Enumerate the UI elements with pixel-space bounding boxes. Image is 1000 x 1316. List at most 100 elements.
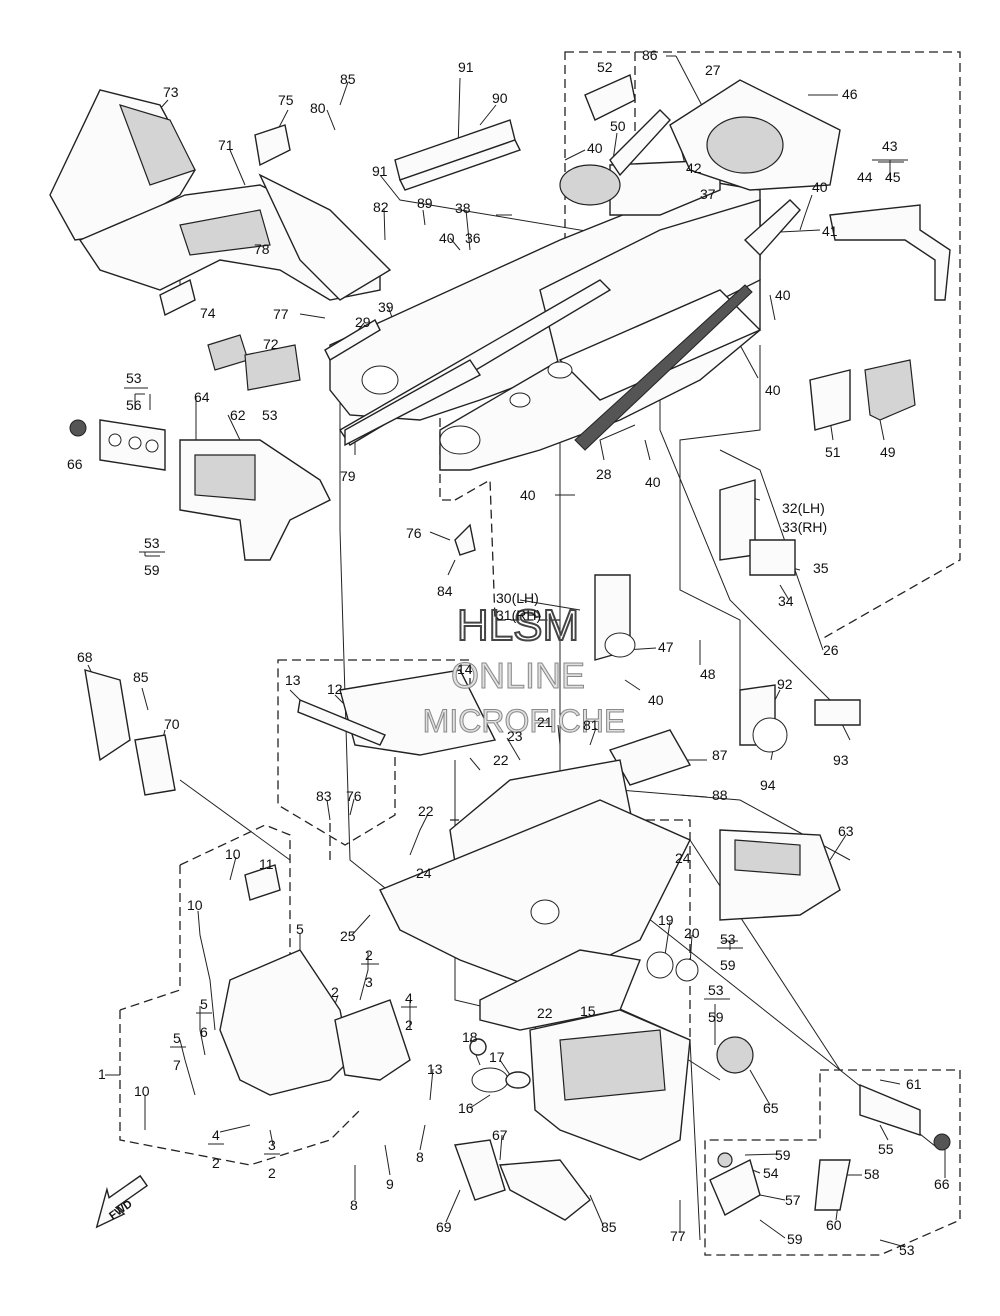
- callout-label: 33(RH): [782, 519, 827, 535]
- callout-label: 10: [225, 846, 241, 862]
- callout-label: 14: [457, 661, 473, 677]
- group-underlines: [124, 161, 904, 1155]
- callout-label: 5: [200, 996, 208, 1012]
- callout-label: 77: [670, 1228, 686, 1244]
- callout-label: 58: [864, 1166, 880, 1182]
- callout-label: 40: [775, 287, 791, 303]
- callout-label: 79: [340, 468, 356, 484]
- callout-label: 13: [285, 672, 301, 688]
- callout-label: 16: [458, 1100, 474, 1116]
- callout-label: 40: [645, 474, 661, 490]
- callout-label: 4: [405, 990, 413, 1006]
- callout-label: 34: [778, 593, 794, 609]
- callout-label: 9: [386, 1176, 394, 1192]
- callout-label: 77: [273, 306, 289, 322]
- callout-label: 45: [885, 169, 901, 185]
- callout-label: 82: [373, 199, 389, 215]
- callout-label: 72: [263, 336, 279, 352]
- upper-left-panels: [49, 89, 916, 753]
- callout-label: 55: [878, 1141, 894, 1157]
- callout-label: 30(LH): [496, 590, 539, 606]
- callout-label: 59: [775, 1147, 791, 1163]
- callout-label: 70: [164, 716, 180, 732]
- callout-label: 76: [406, 525, 422, 541]
- callout-label: 69: [436, 1219, 452, 1235]
- callout-label: 2: [405, 1017, 413, 1033]
- callout-label: 68: [77, 649, 93, 665]
- callout-label: 88: [712, 787, 728, 803]
- callout-label: 90: [492, 90, 508, 106]
- callout-label: 21: [537, 714, 553, 730]
- callout-label: 53: [708, 982, 724, 998]
- callout-label: 71: [218, 137, 234, 153]
- callout-label: 8: [350, 1197, 358, 1213]
- callout-label: 2: [212, 1155, 220, 1171]
- callout-label: 59: [708, 1009, 724, 1025]
- callout-label: 91: [458, 59, 474, 75]
- callout-label: 85: [601, 1219, 617, 1235]
- callout-label: 37: [700, 186, 716, 202]
- callout-label: 94: [760, 777, 776, 793]
- callout-label: 56: [126, 397, 142, 413]
- callout-label: 3: [268, 1137, 276, 1153]
- callout-label: 92: [777, 676, 793, 692]
- callout-label: 85: [340, 71, 356, 87]
- callout-label: 6: [200, 1024, 208, 1040]
- callout-label: 11: [259, 856, 274, 872]
- callout-label: 86: [642, 47, 658, 63]
- callout-label: 84: [437, 583, 453, 599]
- callout-label: 59: [720, 957, 736, 973]
- callout-label: 40: [765, 382, 781, 398]
- callout-label: 91: [372, 163, 388, 179]
- callout-label: 93: [833, 752, 849, 768]
- callout-labels: 73 85 75 80 91 90 86 52 27 46 71 91 40 5…: [67, 47, 950, 1258]
- watermark-line2: ONLINE: [451, 655, 585, 696]
- callout-label: 62: [230, 407, 246, 423]
- callout-label: 10: [187, 897, 203, 913]
- callout-label: 40: [587, 140, 603, 156]
- callout-label: 18: [462, 1029, 478, 1045]
- callout-label: 40: [439, 230, 455, 246]
- callout-label: 1: [98, 1066, 106, 1082]
- callout-label: 10: [134, 1083, 150, 1099]
- callout-label: 7: [173, 1057, 181, 1073]
- callout-label: 53: [720, 931, 736, 947]
- callout-label: 2: [268, 1165, 276, 1181]
- callout-label: 80: [310, 100, 326, 116]
- callout-label: 74: [200, 305, 216, 321]
- callout-label: 89: [417, 195, 433, 211]
- callout-label: 53: [126, 370, 142, 386]
- callout-label: 61: [906, 1076, 922, 1092]
- callout-label: 8: [416, 1149, 424, 1165]
- callout-label: 24: [675, 850, 691, 866]
- fwd-arrow: FWD: [95, 1174, 149, 1229]
- callout-label: 19: [658, 912, 674, 928]
- callout-label: 47: [658, 639, 674, 655]
- lower-frame: [84, 669, 951, 1221]
- callout-label: 67: [492, 1127, 508, 1143]
- callout-label: 24: [416, 865, 432, 881]
- callout-label: 78: [254, 241, 270, 257]
- callout-label: 28: [596, 466, 612, 482]
- callout-label: 20: [684, 925, 700, 941]
- callout-label: 49: [880, 444, 896, 460]
- callout-label: 64: [194, 389, 210, 405]
- watermark-line1: HLSM: [457, 601, 579, 650]
- callout-label: 60: [826, 1217, 842, 1233]
- callout-label: 43: [882, 138, 898, 154]
- callout-label: 13: [427, 1061, 443, 1077]
- callout-label: 25: [340, 928, 356, 944]
- callout-label: 27: [705, 62, 721, 78]
- callout-label: 5: [296, 921, 304, 937]
- callout-label: 59: [144, 562, 160, 578]
- callout-label: 26: [823, 642, 839, 658]
- upper-chassis: [324, 74, 951, 471]
- callout-label: 15: [580, 1003, 596, 1019]
- callout-label: 3: [365, 974, 373, 990]
- callout-label: 53: [262, 407, 278, 423]
- callout-label: 59: [787, 1231, 803, 1247]
- callout-label: 40: [520, 487, 536, 503]
- callout-label: 40: [648, 692, 664, 708]
- callout-label: 39: [378, 299, 394, 315]
